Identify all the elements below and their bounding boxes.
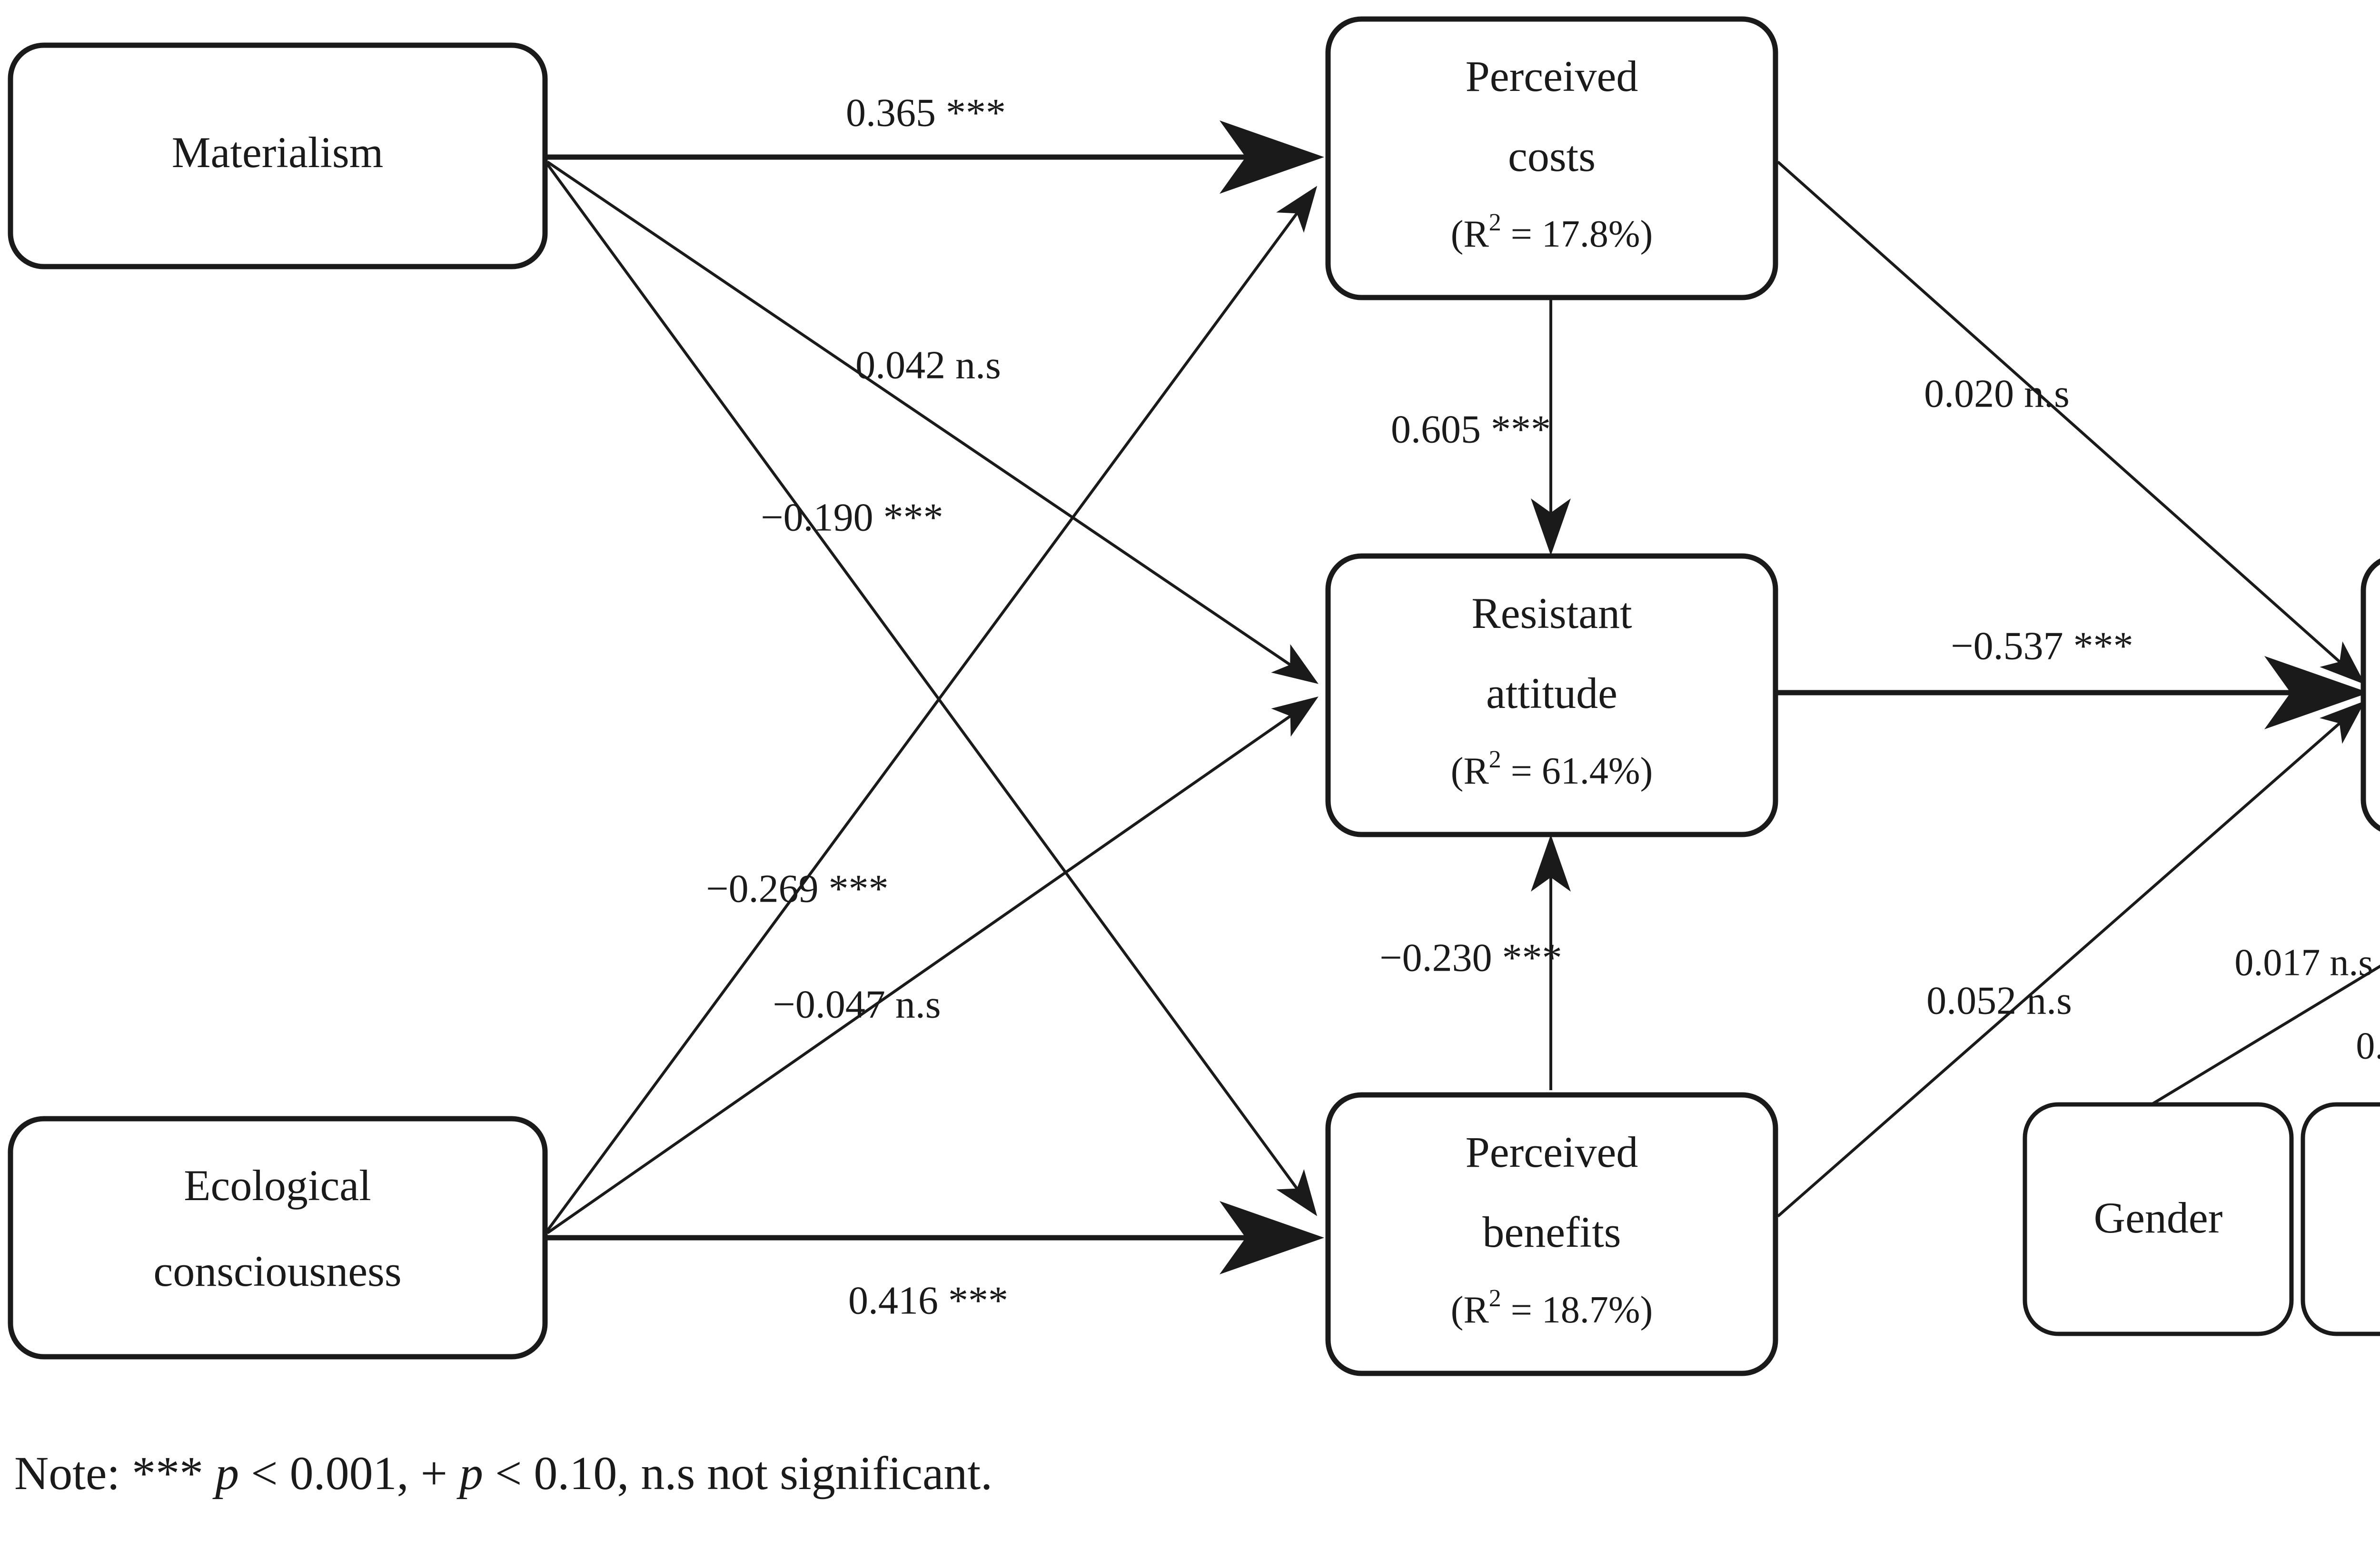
node-purchase-intention[interactable]: Purchase intention (R2 = 31.4%) bbox=[2360, 557, 2380, 833]
node-resistant-attitude-label-line2: attitude bbox=[1486, 669, 1617, 717]
edge-benefits-to-intention bbox=[1777, 701, 2366, 1218]
node-perceived-benefits-label-line2: benefits bbox=[1482, 1208, 1621, 1256]
node-ecological[interactable]: Ecological consciousness bbox=[8, 1116, 548, 1360]
node-gender-box[interactable] bbox=[2023, 1102, 2294, 1336]
node-resistant-attitude-label: Resistant bbox=[1471, 589, 1632, 637]
node-gender[interactable]: Gender bbox=[2023, 1102, 2294, 1336]
edge-label-benefits-to-intention: 0.052 n.s bbox=[1926, 978, 2072, 1023]
edge-label-materialism-to-benefits: −0.190 *** bbox=[761, 495, 943, 539]
node-materialism-label: Materialism bbox=[172, 128, 384, 177]
node-perceived-benefits-r2: (R2 = 18.7%) bbox=[1451, 1285, 1653, 1331]
node-ecological-box[interactable] bbox=[8, 1116, 548, 1360]
edge-label-benefits-to-attitude: −0.230 *** bbox=[1379, 935, 1562, 980]
node-resistant-attitude-r2: (R2 = 61.4%) bbox=[1451, 746, 1653, 792]
edge-gender-to-intention bbox=[2151, 964, 2380, 1106]
node-perceived-costs-box[interactable] bbox=[1325, 16, 1778, 300]
edge-label-materialism-to-costs: 0.365 *** bbox=[846, 90, 1006, 135]
edge-ecological-to-costs bbox=[546, 186, 1318, 1232]
node-ecological-label-line2: consciousness bbox=[153, 1247, 401, 1295]
node-resistant-attitude[interactable]: Resistant attitude (R2 = 61.4%) bbox=[1325, 553, 1778, 837]
node-gender-label: Gender bbox=[2094, 1193, 2223, 1242]
node-perceived-costs[interactable]: Perceived costs (R2 = 17.8%) bbox=[1325, 16, 1778, 300]
node-perceived-benefits[interactable]: Perceived benefits (R2 = 18.7%) bbox=[1325, 1092, 1778, 1376]
edge-label-costs-to-intention: 0.020 n.s bbox=[1924, 371, 2070, 416]
node-materialism-box[interactable] bbox=[8, 42, 548, 269]
figure-note: Note: *** p < 0.001, + p < 0.10, n.s not… bbox=[14, 1447, 992, 1500]
node-ecological-label: Ecological bbox=[184, 1161, 371, 1210]
node-resistant-attitude-box[interactable] bbox=[1325, 553, 1778, 837]
node-perceived-costs-label: Perceived bbox=[1466, 52, 1638, 100]
edge-label-age-to-intention: 0.047 n.s bbox=[2356, 1025, 2380, 1067]
node-age-box[interactable] bbox=[2301, 1102, 2380, 1336]
edge-label-ecological-to-costs: −0.269 *** bbox=[706, 866, 888, 911]
edge-label-costs-to-attitude: 0.605 *** bbox=[1391, 407, 1551, 451]
edge-materialism-to-attitude bbox=[546, 160, 1319, 684]
node-perceived-costs-r2: (R2 = 17.8%) bbox=[1451, 209, 1653, 255]
node-perceived-benefits-label: Perceived bbox=[1466, 1128, 1638, 1176]
edge-label-attitude-to-intention: −0.537 *** bbox=[1951, 624, 2133, 668]
edge-label-materialism-to-attitude: 0.042 n.s bbox=[855, 343, 1001, 387]
node-perceived-costs-label-line2: costs bbox=[1508, 132, 1596, 180]
edge-ecological-to-attitude bbox=[546, 696, 1319, 1234]
edge-label-gender-to-intention: 0.017 n.s bbox=[2234, 942, 2373, 984]
edge-label-ecological-to-attitude: −0.047 n.s bbox=[773, 982, 941, 1026]
edge-costs-to-intention bbox=[1777, 160, 2365, 685]
node-materialism[interactable]: Materialism bbox=[8, 42, 548, 269]
edge-materialism-to-benefits bbox=[546, 163, 1318, 1216]
node-perceived-benefits-box[interactable] bbox=[1325, 1092, 1778, 1376]
node-purchase-intention-box[interactable] bbox=[2360, 557, 2380, 833]
edge-label-ecological-to-benefits: 0.416 *** bbox=[848, 1278, 1008, 1322]
node-age[interactable]: Age bbox=[2301, 1102, 2380, 1336]
